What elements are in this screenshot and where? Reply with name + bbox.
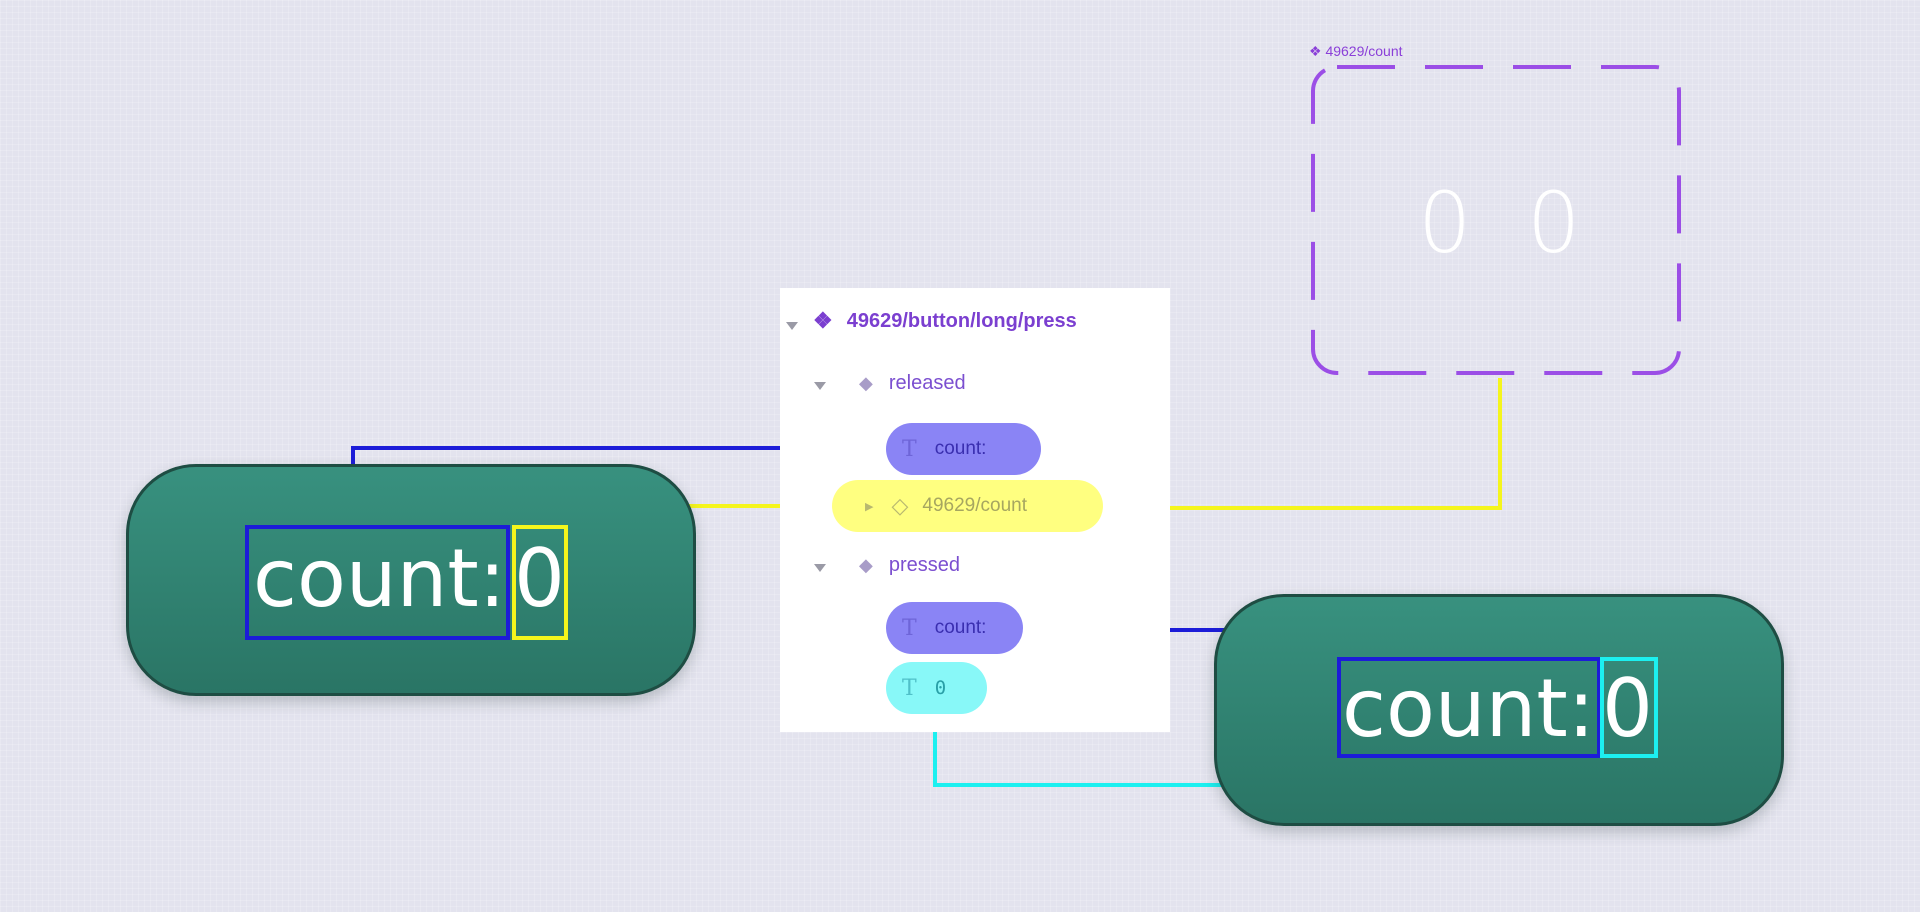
component-digit-right: 0: [1527, 174, 1581, 272]
released-collapse-caret[interactable]: [814, 382, 826, 390]
text-layer-icon: T: [902, 615, 917, 641]
component-icon: ❖: [813, 308, 833, 333]
component-frame[interactable]: 0 0: [1311, 65, 1681, 375]
pressed-collapse-caret[interactable]: [814, 564, 826, 572]
instance-icon: ◇: [891, 493, 909, 519]
released-value-highlight: [512, 525, 568, 640]
pressed-value-highlight: [1600, 657, 1658, 758]
layer-variant-pressed[interactable]: ◆ pressed: [859, 554, 960, 577]
text-layer-icon: T: [902, 675, 917, 701]
expand-triangle-icon[interactable]: ▶: [865, 500, 874, 513]
layer-pressed-count-value-text: 0: [934, 677, 947, 699]
variant-icon: ◆: [859, 555, 873, 575]
layer-variant-released-label: released: [888, 372, 966, 394]
layer-released-count-label-text: count:: [934, 438, 987, 459]
layer-released-count-instance[interactable]: ▶ ◇ 49629/count: [832, 480, 1103, 532]
variant-icon: ◆: [859, 373, 873, 393]
layer-pressed-count-value[interactable]: T 0: [886, 662, 987, 714]
layer-root[interactable]: ❖ 49629/button/long/press: [813, 308, 1077, 334]
layer-pressed-count-label[interactable]: T count:: [886, 602, 1023, 654]
text-layer-icon: T: [902, 436, 917, 462]
layer-released-count-instance-text: 49629/count: [922, 495, 1027, 516]
released-label-highlight: [245, 525, 510, 640]
released-button-label: count:: [253, 532, 506, 625]
pressed-label-highlight: [1337, 657, 1601, 758]
layer-variant-released[interactable]: ◆ released: [859, 372, 966, 395]
component-digit-left: 0: [1418, 174, 1472, 272]
component-label: ❖ 49629/count: [1309, 43, 1403, 59]
layer-released-count-label[interactable]: T count:: [886, 423, 1041, 475]
layer-variant-pressed-label: pressed: [888, 554, 960, 576]
component-frame-dashed-border: [1311, 65, 1681, 375]
layer-pressed-count-label-text: count:: [934, 617, 987, 638]
layer-root-label: 49629/button/long/press: [846, 309, 1077, 332]
root-collapse-caret[interactable]: [786, 322, 798, 330]
released-button-value: 0: [514, 532, 565, 625]
